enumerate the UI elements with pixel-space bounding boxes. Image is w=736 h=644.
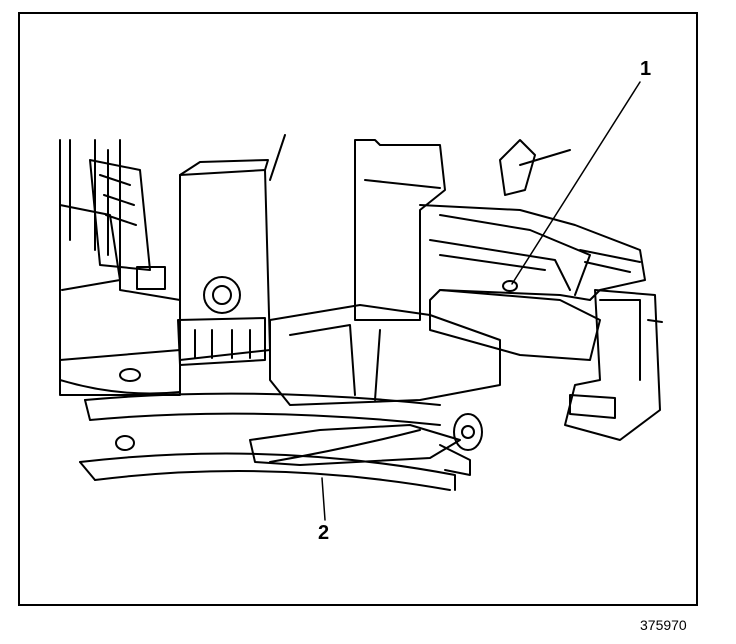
figure-border (18, 12, 698, 606)
figure-id: 375970 (640, 617, 687, 633)
left-housing (59, 139, 181, 396)
lock-cylinder-housing (419, 139, 646, 361)
callout-label-2: 2 (318, 522, 330, 544)
leader-line-1 (511, 81, 641, 285)
center-bracket (177, 134, 286, 366)
lock-pin (502, 280, 518, 292)
lower-clip-ring (79, 392, 483, 491)
right-bracket (564, 289, 663, 441)
leader-line-2 (321, 477, 326, 521)
column-body (269, 139, 501, 406)
callout-label-1: 1 (640, 58, 652, 80)
